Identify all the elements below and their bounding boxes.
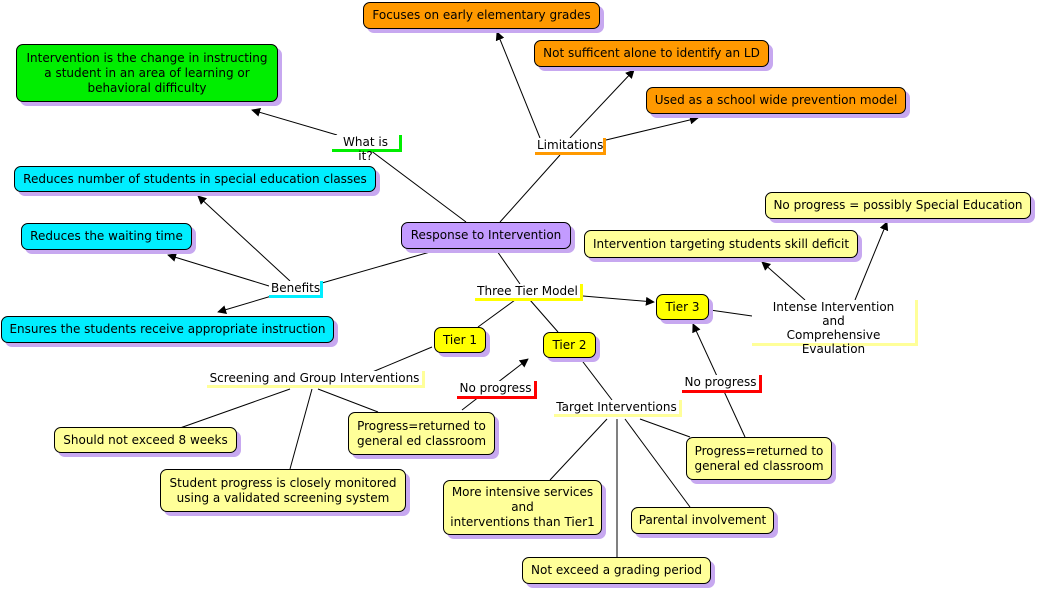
link-benefits-ensures [217,294,276,314]
link-target-parental [624,418,691,508]
node-no-progress-sped[interactable]: No progress = possibly Special Education [765,192,1031,219]
link-rti-threetier [496,250,521,285]
link-benefits-reduceswaiting [167,253,270,287]
label-benefits: Benefits [269,281,323,298]
link-tier1-screening [369,346,433,374]
link-tier2-target [579,357,613,401]
node-parental-involvement[interactable]: Parental involvement [631,507,774,534]
link-threetier-tier1 [477,299,516,328]
link-rti-limitations [499,154,561,223]
link-intense-nosped [854,221,889,301]
label-intense-intervention: Intense Intervention and Comprehensive E… [752,300,918,356]
node-grading-period[interactable]: Not exceed a grading period [522,557,711,584]
node-focuses-early-grades[interactable]: Focuses on early elementary grades [363,2,600,29]
link-target-moreintensive [549,418,608,481]
node-not-exceed-8-weeks[interactable]: Should not exceed 8 weeks [54,427,237,453]
link-screening-8weeks [179,388,291,429]
node-response-to-intervention[interactable]: Response to Intervention [401,222,571,249]
link-limitations-focuses [495,31,541,139]
node-reduces-number[interactable]: Reduces number of students in special ed… [14,166,376,192]
link-intense-skilldeficit [761,261,806,301]
link-benefits-reducesnumber [197,195,291,282]
node-progress-returned-tier2[interactable]: Progress=returned to general ed classroo… [686,437,832,480]
link-threetier-tier3 [582,295,655,306]
label-three-tier-model: Three Tier Model [475,284,583,301]
label-no-progress-tier1: No progress [457,381,537,399]
link-screening-monitored [289,388,313,470]
link-target-progress2 [639,418,691,438]
node-not-sufficient[interactable]: Not sufficent alone to identify an LD [534,40,769,67]
link-screening-progress1 [317,388,379,413]
label-target-interventions: Target Interventions [554,400,682,417]
node-tier-1[interactable]: Tier 1 [434,327,486,353]
node-ensures-instruction[interactable]: Ensures the students receive appropriate… [1,316,334,343]
node-more-intensive[interactable]: More intensive services and intervention… [443,480,602,535]
link-limitations-notsufficient [569,69,635,139]
node-intervention-definition[interactable]: Intervention is the change in instructin… [16,44,278,102]
link-limitations-schoolwide [605,115,699,141]
link-rti-benefits [321,251,431,284]
node-skill-deficit[interactable]: Intervention targeting students skill de… [584,230,858,258]
node-progress-returned-tier1[interactable]: Progress=returned to general ed classroo… [348,412,495,455]
link-whatisit-definition [251,107,338,136]
label-limitations: Limitations [535,138,606,155]
label-what-is-it: What is it? [332,135,402,163]
node-closely-monitored[interactable]: Student progress is closely monitored us… [160,469,406,512]
label-screening-group: Screening and Group Interventions [207,371,425,388]
node-reduces-waiting[interactable]: Reduces the waiting time [21,223,192,250]
node-school-wide-model[interactable]: Used as a school wide prevention model [646,87,906,114]
node-tier-2[interactable]: Tier 2 [543,332,596,358]
node-tier-3[interactable]: Tier 3 [656,294,709,320]
link-threetier-tier2 [529,299,559,333]
label-no-progress-tier2: No progress [682,375,762,393]
link-intense-tier3 [709,309,753,317]
link-rti-whatisit [369,149,467,223]
